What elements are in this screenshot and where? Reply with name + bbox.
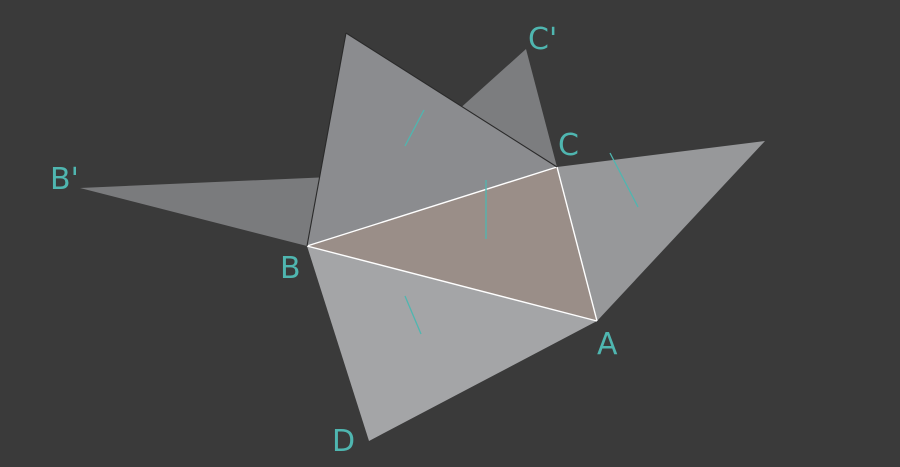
triangle-top xyxy=(307,33,557,246)
label-d: D xyxy=(332,424,355,459)
label-b-prime: B' xyxy=(50,162,79,197)
edge-top-b xyxy=(306,32,347,247)
label-c-prime: C' xyxy=(528,22,557,57)
edge-bc xyxy=(306,166,558,247)
triangle-right xyxy=(557,141,765,321)
labels-layer: B' C' C B A D xyxy=(50,22,618,459)
label-a: A xyxy=(597,327,618,362)
label-c: C xyxy=(558,128,579,163)
edges-layer xyxy=(306,32,598,322)
triangle-bottom xyxy=(307,246,597,441)
edge-top-c xyxy=(345,32,558,168)
tick-top xyxy=(404,109,425,147)
label-b: B xyxy=(280,251,301,286)
tick-bottom xyxy=(404,295,422,335)
triangle-center xyxy=(307,167,597,321)
tick-marks-layer xyxy=(404,109,639,335)
edge-ab xyxy=(306,245,598,322)
edge-ca xyxy=(556,166,598,322)
tick-right xyxy=(609,152,639,208)
triangles-layer xyxy=(80,33,765,441)
